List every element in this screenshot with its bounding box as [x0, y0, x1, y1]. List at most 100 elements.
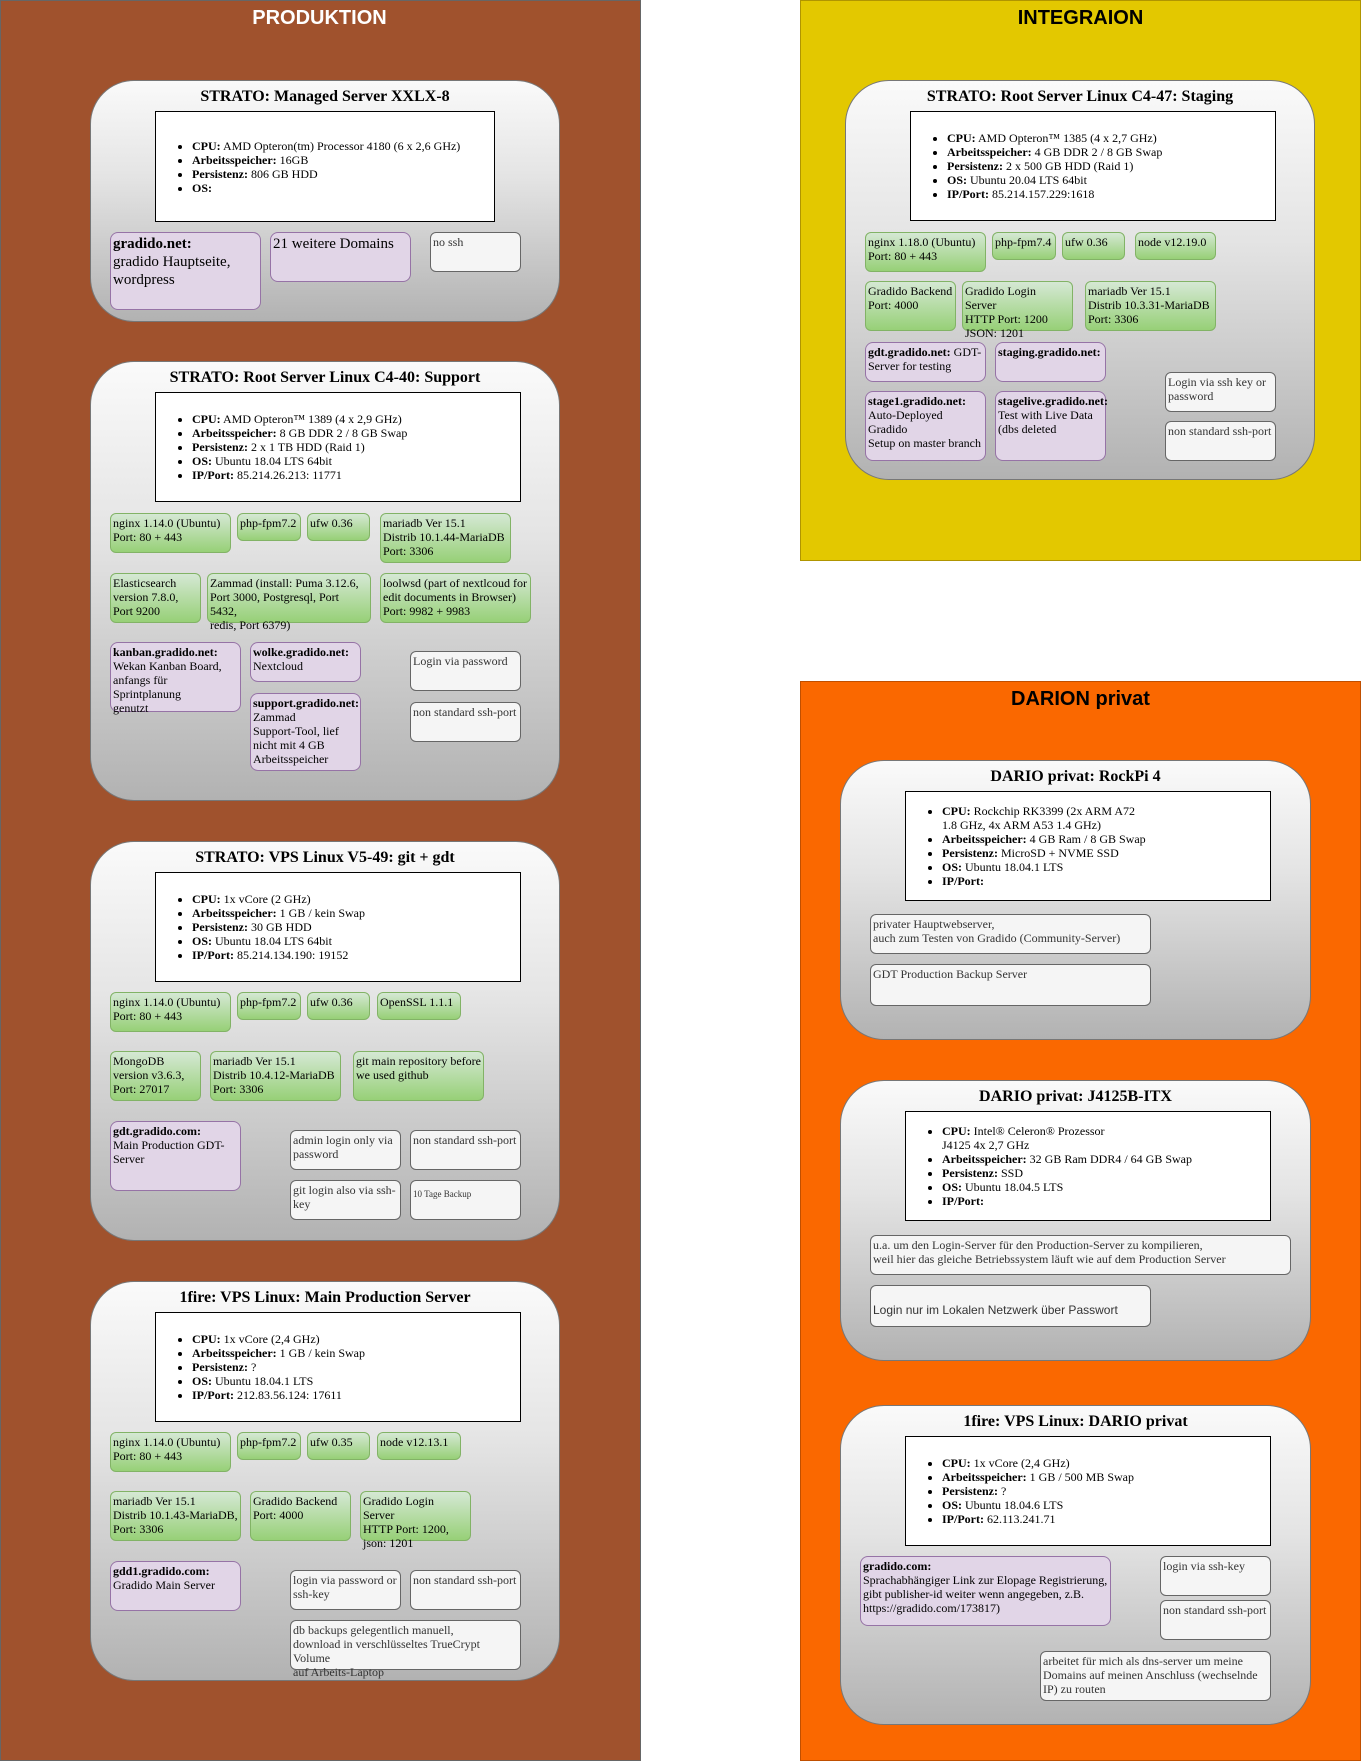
spec-storage: Persistenz: 2 x 1 TB HDD (Raid 1) [192, 440, 516, 454]
chip-nginx: nginx 1.14.0 (Ubuntu) Port: 80 + 443 [110, 992, 231, 1032]
note-git-login: git login also via ssh- key [290, 1180, 401, 1220]
spec-cpu: CPU: 1x vCore (2,4 GHz) [942, 1456, 1266, 1470]
note-gdt-backup: GDT Production Backup Server [870, 964, 1151, 1006]
spec-os: OS: Ubuntu 18.04 LTS 64bit [192, 454, 516, 468]
spec-os: OS: Ubuntu 18.04.1 LTS [192, 1374, 516, 1388]
spec-ram: Arbeitsspeicher: 32 GB Ram DDR4 / 64 GB … [942, 1152, 1266, 1166]
spec-storage: Persistenz: ? [192, 1360, 516, 1374]
spec-ip: IP/Port: 85.214.157.229:1618 [947, 187, 1271, 201]
domain-stage1-gradido-net: stage1.gradido.net: Auto-Deployed Gradid… [865, 391, 986, 461]
server-title: 1fire: VPS Linux: DARIO privat [963, 1413, 1188, 1430]
domain-staging-gradido-net: staging.gradido.net: [995, 342, 1106, 382]
spec-cpu: CPU: 1x vCore (2 GHz) [192, 892, 516, 906]
chip-git-repo: git main repository before we used githu… [353, 1051, 484, 1101]
note-login-password: Login via password [410, 651, 521, 691]
spec-box-1fire-main: CPU: 1x vCore (2,4 GHz) Arbeitsspeicher:… [155, 1312, 521, 1422]
chip-gradido-backend: Gradido Backend Port: 4000 [865, 281, 956, 331]
spec-ip: IP/Port: 85.214.134.190: 19152 [192, 948, 516, 962]
note-dns-server: arbeitet für mich als dns-server um mein… [1040, 1651, 1271, 1701]
note-admin-login: admin login only via password [290, 1130, 401, 1170]
spec-list: CPU: Intel® Celeron® Prozessor J4125 4x … [906, 1124, 1266, 1208]
chip-mariadb: mariadb Ver 15.1 Distrib 10.1.43-MariaDB… [110, 1491, 241, 1541]
note-ssh-port: non standard ssh-port [410, 1570, 521, 1610]
spec-box-rockpi: CPU: Rockchip RK3399 (2x ARM A72 1.8 GHz… [905, 791, 1271, 901]
spec-box-strato-xxlx8: CPU: AMD Opteron(tm) Processor 4180 (6 x… [155, 111, 495, 222]
chip-php: php-fpm7.2 [237, 513, 301, 541]
note-login-server-compile: u.a. um den Login-Server für den Product… [870, 1235, 1291, 1275]
spec-box-j4125: CPU: Intel® Celeron® Prozessor J4125 4x … [905, 1111, 1271, 1221]
note-ssh-port: non standard ssh-port [410, 1130, 521, 1170]
chip-ufw: ufw 0.36 [1062, 232, 1125, 260]
spec-cpu: CPU: AMD Opteron(tm) Processor 4180 (6 x… [192, 139, 490, 153]
domain-kanban: kanban.gradido.net: Wekan Kanban Board, … [110, 642, 241, 715]
spec-storage: Persistenz: 2 x 500 GB HDD (Raid 1) [947, 159, 1271, 173]
domain-gradido-com: gradido.com: Sprachabhängiger Link zur E… [860, 1556, 1111, 1626]
spec-ip: IP/Port: 85.214.26.213: 11771 [192, 468, 516, 482]
spec-storage: Persistenz: MicroSD + NVME SSD [942, 846, 1266, 860]
domain-stagelive-gradido-net: stagelive.gradido.net: Test with Live Da… [995, 391, 1108, 461]
spec-storage: Persistenz: SSD [942, 1166, 1266, 1180]
spec-ip: IP/Port: 212.83.56.124: 17611 [192, 1388, 516, 1402]
group-title-integraion: INTEGRAION [1017, 7, 1144, 29]
spec-list: CPU: 1x vCore (2 GHz) Arbeitsspeicher: 1… [156, 892, 516, 962]
note-ssh-port: non standard ssh-port [1160, 1600, 1271, 1640]
spec-os: OS: Ubuntu 18.04 LTS 64bit [192, 934, 516, 948]
spec-list: CPU: AMD Opteron(tm) Processor 4180 (6 x… [156, 139, 490, 195]
server-title: 1fire: VPS Linux: Main Production Server [179, 1289, 471, 1306]
chip-ufw: ufw 0.36 [307, 513, 370, 541]
chip-gradido-login-server: Gradido Login Server HTTP Port: 1200, js… [360, 1491, 471, 1550]
spec-cpu: CPU: Intel® Celeron® Prozessor J4125 4x … [942, 1124, 1266, 1152]
server-title: STRATO: Root Server Linux C4-40: Support [169, 369, 481, 386]
note-login: login via password or ssh-key [290, 1570, 401, 1610]
server-title: DARIO privat: RockPi 4 [990, 768, 1161, 785]
chip-loolwsd: loolwsd (part of nextlcoud for edit docu… [380, 573, 531, 623]
chip-gradido-login-server: Gradido Login Server HTTP Port: 1200 JSO… [962, 281, 1073, 340]
chip-elasticsearch: Elasticsearch version 7.8.0, Port 9200 [110, 573, 201, 623]
spec-list: CPU: 1x vCore (2,4 GHz) Arbeitsspeicher:… [906, 1456, 1266, 1526]
chip-gradido-backend: Gradido Backend Port: 4000 [250, 1491, 351, 1541]
spec-ram: Arbeitsspeicher: 1 GB / kein Swap [192, 1346, 516, 1360]
spec-ip: IP/Port: 62.113.241.71 [942, 1512, 1266, 1526]
domain-gdd1-gradido-com: gdd1.gradido.com: Gradido Main Server [110, 1561, 241, 1611]
spec-os: OS: Ubuntu 20.04 LTS 64bit [947, 173, 1271, 187]
spec-ram: Arbeitsspeicher: 16GB [192, 153, 490, 167]
note-db-backups: db backups gelegentlich manuell, downloa… [290, 1620, 521, 1679]
spec-ram: Arbeitsspeicher: 8 GB DDR 2 / 8 GB Swap [192, 426, 516, 440]
note-ssh-port: non standard ssh-port [410, 702, 521, 742]
server-title: DARIO privat: J4125B-ITX [979, 1088, 1172, 1105]
server-title: STRATO: VPS Linux V5-49: git + gdt [195, 849, 455, 866]
chip-nginx: nginx 1.14.0 (Ubuntu) Port: 80 + 443 [110, 1432, 231, 1472]
domain-wolke: wolke.gradido.net: Nextcloud [250, 642, 361, 682]
spec-storage: Persistenz: ? [942, 1484, 1266, 1498]
spec-cpu: CPU: 1x vCore (2,4 GHz) [192, 1332, 516, 1346]
chip-nginx: nginx 1.14.0 (Ubuntu) Port: 80 + 443 [110, 513, 231, 553]
note-ssh-port: non standard ssh-port [1165, 421, 1276, 461]
domain-gdt-gradido-com: gdt.gradido.com: Main Production GDT- Se… [110, 1121, 241, 1191]
chip-node: node v12.13.1 [377, 1432, 461, 1460]
note-hauptwebserver: privater Hauptwebserver, auch zum Testen… [870, 914, 1151, 954]
chip-php: php-fpm7.2 [237, 1432, 301, 1460]
spec-list: CPU: AMD Opteron™ 1389 (4 x 2,9 GHz) Arb… [156, 412, 516, 482]
spec-storage: Persistenz: 30 GB HDD [192, 920, 516, 934]
spec-list: CPU: 1x vCore (2,4 GHz) Arbeitsspeicher:… [156, 1332, 516, 1402]
note-login: Login via ssh key or password [1165, 372, 1276, 412]
chip-nginx: nginx 1.18.0 (Ubuntu) Port: 80 + 443 [865, 232, 986, 272]
chip-php: php-fpm7.2 [237, 992, 301, 1020]
chip-mariadb: mariadb Ver 15.1 Distrib 10.4.12-MariaDB… [210, 1051, 341, 1101]
note-lokales-netzwerk: Login nur im Lokalen Netzwerk über Passw… [870, 1285, 1151, 1327]
chip-php: php-fpm7.4 [992, 232, 1056, 260]
note-login-ssh-key: login via ssh-key [1160, 1556, 1271, 1596]
domain-gradido-net: gradido.net: gradido Hauptseite, wordpre… [110, 232, 261, 310]
chip-zammad: Zammad (install: Puma 3.12.6, Port 3000,… [207, 573, 371, 632]
chip-mongodb: MongoDB version v3.6.3, Port: 27017 [110, 1051, 201, 1101]
chip-mariadb: mariadb Ver 15.1 Distrib 10.1.44-MariaDB… [380, 513, 511, 563]
spec-os: OS: Ubuntu 18.04.5 LTS [942, 1180, 1266, 1194]
spec-cpu: CPU: Rockchip RK3399 (2x ARM A72 1.8 GHz… [942, 804, 1266, 832]
spec-ip: IP/Port: [942, 1194, 1266, 1208]
server-title: STRATO: Root Server Linux C4-47: Staging [926, 88, 1234, 105]
server-title: STRATO: Managed Server XXLX-8 [200, 88, 450, 105]
spec-box-strato-v549: CPU: 1x vCore (2 GHz) Arbeitsspeicher: 1… [155, 872, 521, 982]
spec-os: OS: Ubuntu 18.04.1 LTS [942, 860, 1266, 874]
spec-cpu: CPU: AMD Opteron™ 1389 (4 x 2,9 GHz) [192, 412, 516, 426]
chip-node: node v12.19.0 [1135, 232, 1216, 260]
